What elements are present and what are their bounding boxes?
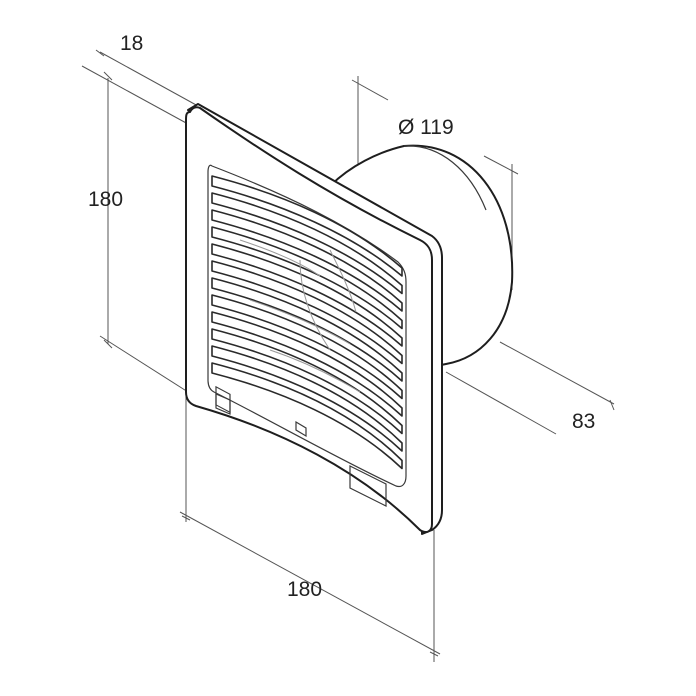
louvre-slat <box>211 362 403 470</box>
louvre-slat <box>211 277 403 382</box>
louvre-slat <box>211 209 403 312</box>
dimension-lines <box>81 49 615 662</box>
louvre-slat <box>211 243 403 347</box>
spigot <box>329 144 514 367</box>
frame-depth-label: 18 <box>120 32 144 55</box>
louvre-slats <box>211 175 403 470</box>
louvre-slat <box>211 345 403 452</box>
spigot-length-label: 83 <box>572 410 596 433</box>
louvre-slat <box>211 226 403 330</box>
louvre-slat <box>211 294 403 400</box>
louvre-slat <box>211 192 403 295</box>
louvre-slat <box>211 328 403 435</box>
louvre-slat <box>211 175 403 277</box>
louvre-slat <box>211 311 403 417</box>
louvre-slat <box>211 260 403 365</box>
height-label: 180 <box>88 188 124 211</box>
diameter-label: Ø 119 <box>398 116 454 139</box>
width-label: 180 <box>287 578 323 601</box>
indicator-window-right <box>349 465 387 507</box>
impeller-blades <box>239 239 361 393</box>
